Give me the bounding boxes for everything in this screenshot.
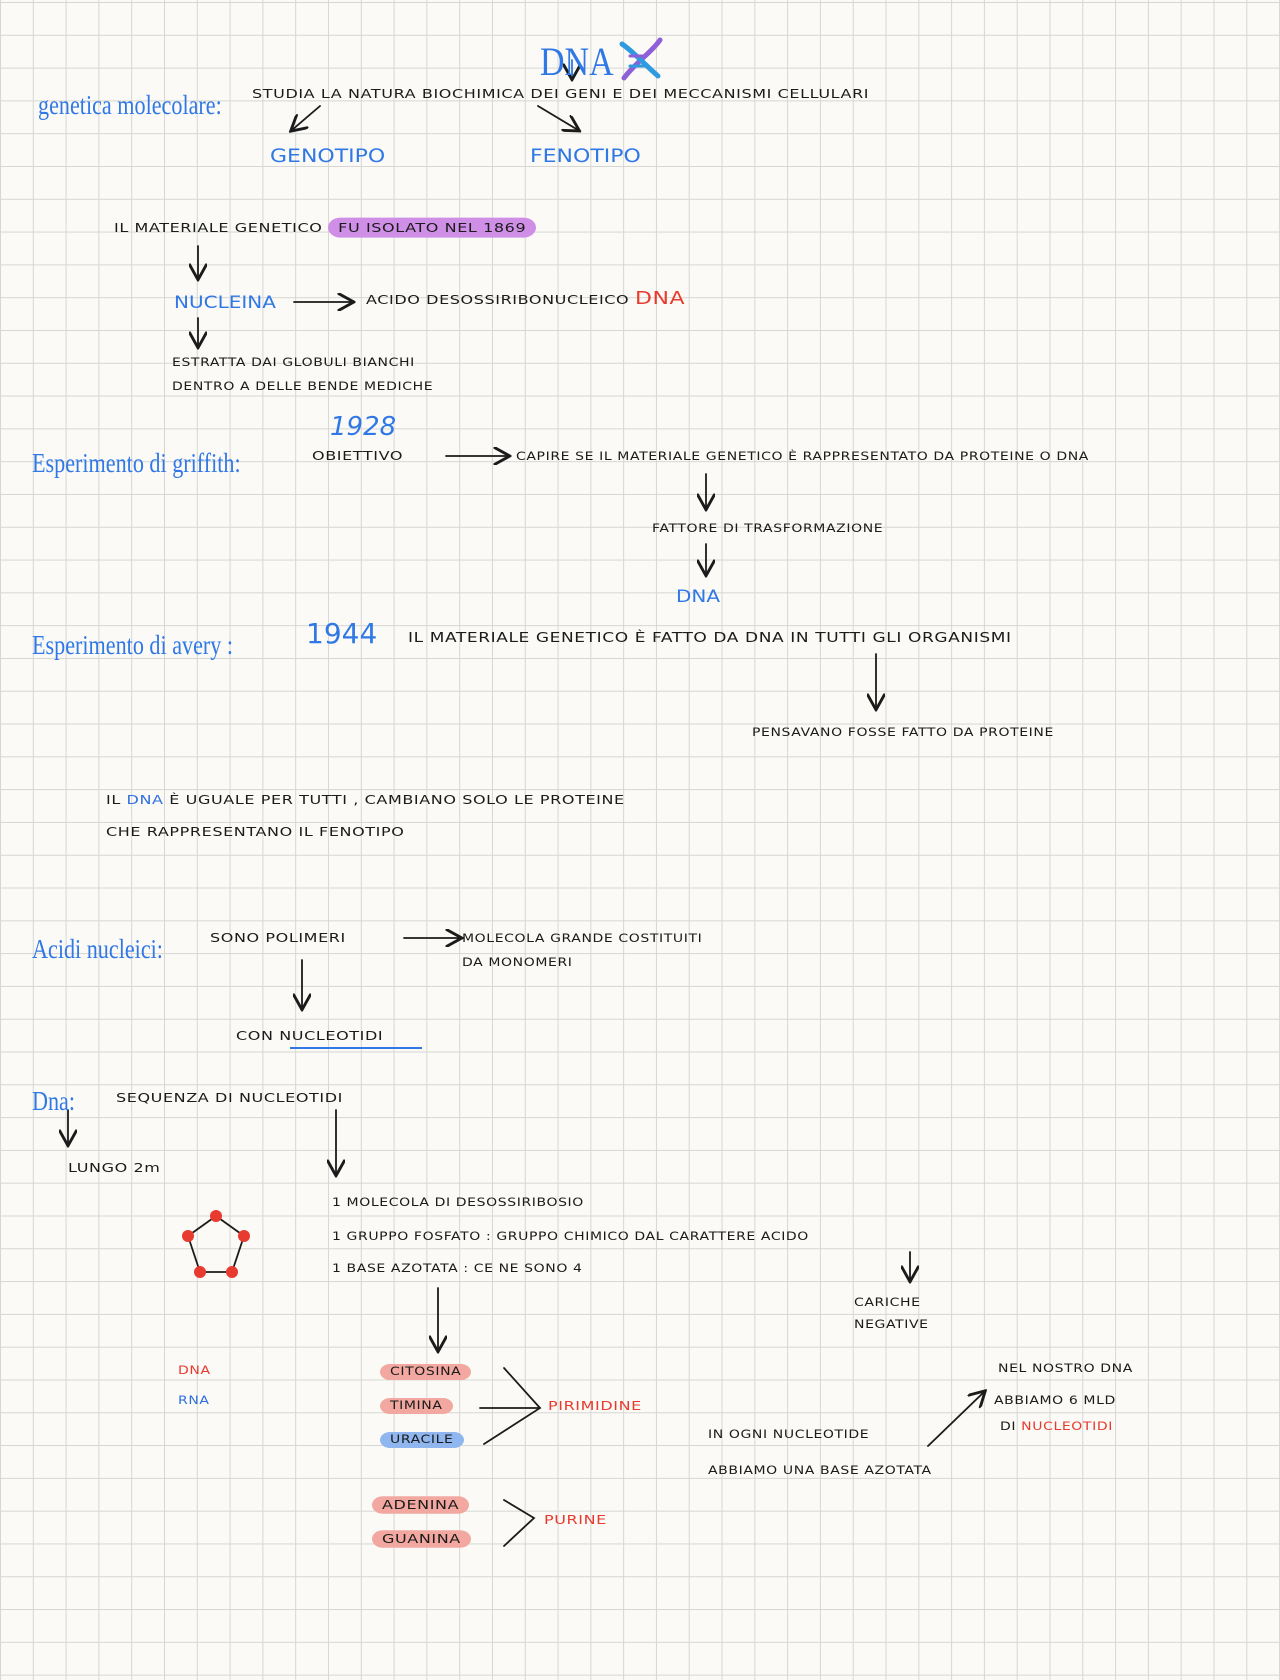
acido-dna-red: DNA bbox=[634, 288, 686, 309]
base-adenina: ADENINA bbox=[372, 1496, 470, 1514]
dna-cariche-2: NEGATIVE bbox=[854, 1318, 929, 1332]
nostro-nucleotidi: NUCLEOTIDI bbox=[1021, 1420, 1113, 1434]
materiale-highlight: FU ISOLATO NEL 1869 bbox=[328, 217, 537, 238]
dna-item-2: 1 GRUPPO FOSFATO : GRUPPO CHIMICO DAL CA… bbox=[332, 1230, 809, 1244]
base-timina: TIMINA bbox=[380, 1398, 453, 1414]
griffith-obiettivo: OBIETTIVO bbox=[312, 448, 404, 464]
ogni-line-2: ABBIAMO UNA BASE AZOTATA bbox=[708, 1464, 932, 1478]
base-uracile: URACILE bbox=[380, 1432, 464, 1448]
label-acidi: Acidi nucleici: bbox=[32, 934, 163, 964]
dna-helix-icon bbox=[619, 37, 663, 81]
acido-text: ACIDO DESOSSIRIBONUCLEICO bbox=[366, 291, 630, 307]
materiale-line: IL MATERIALE GENETICO FU ISOLATO NEL 186… bbox=[114, 217, 537, 238]
base-citosina: CITOSINA bbox=[380, 1364, 472, 1380]
fenotipo-label: FENOTIPO bbox=[530, 145, 641, 168]
deoxyribose-pentagon-icon bbox=[182, 1210, 250, 1278]
nostro-line-3: DI NUCLEOTIDI bbox=[1000, 1421, 1113, 1432]
uguale-line-1: IL DNA È UGUALE PER TUTTI , CAMBIANO SOL… bbox=[106, 792, 625, 808]
uguale-rest: È UGUALE PER TUTTI , CAMBIANO SOLO LE PR… bbox=[169, 792, 625, 808]
acidi-nucleotidi: NUCLEOTIDI bbox=[279, 1028, 384, 1044]
nostro-line-1: NEL NOSTRO DNA bbox=[998, 1362, 1133, 1376]
estratta-line-2: DENTRO A DELLE BENDE MEDICHE bbox=[172, 380, 434, 394]
acidi-con: CON bbox=[236, 1028, 274, 1044]
acidi-molecola-1: MOLECOLA GRANDE COSTITUITI bbox=[462, 932, 703, 946]
acidi-molecola-2: DA MONOMERI bbox=[462, 956, 573, 970]
purine-label: PURINE bbox=[544, 1512, 607, 1528]
genotipo-label: GENOTIPO bbox=[270, 145, 386, 168]
dna-item-3: 1 BASE AZOTATA : CE NE SONO 4 bbox=[332, 1262, 583, 1276]
legend-rna: RNA bbox=[178, 1394, 210, 1408]
label-avery: Esperimento di avery : bbox=[32, 630, 234, 660]
estratta-line-1: ESTRATTA DAI GLOBULI BIANCHI bbox=[172, 356, 415, 370]
avery-pensavano: PENSAVANO FOSSE FATTO DA PROTEINE bbox=[752, 726, 1054, 740]
avery-year: 1944 bbox=[306, 617, 378, 650]
uguale-dna: DNA bbox=[126, 792, 164, 808]
nostro-line-2: ABBIAMO 6 MLD bbox=[994, 1394, 1116, 1408]
dna-item-1: 1 MOLECOLA DI DESOSSIRIBOSIO bbox=[332, 1196, 584, 1210]
label-dna: Dna: bbox=[32, 1086, 76, 1116]
arrow-genotipo bbox=[292, 105, 321, 130]
label-griffith: Esperimento di griffith: bbox=[32, 448, 241, 478]
ogni-line-1: IN OGNI NUCLEOTIDE bbox=[708, 1428, 870, 1442]
griffith-dna: DNA bbox=[676, 585, 721, 607]
pirimidine-label: PIRIMIDINE bbox=[548, 1398, 642, 1414]
griffith-capire: CAPIRE SE IL MATERIALE GENETICO È RAPPRE… bbox=[516, 450, 1089, 464]
bracket-purine bbox=[503, 1499, 536, 1547]
griffith-year: 1928 bbox=[330, 412, 397, 442]
acidi-polimeri: SONO POLIMERI bbox=[210, 930, 346, 946]
page-title: DNA bbox=[540, 39, 614, 84]
uguale-prefix: IL bbox=[106, 792, 121, 808]
arrow-fenotipo bbox=[537, 105, 578, 130]
dna-cariche-1: CARICHE bbox=[854, 1296, 921, 1310]
genetica-text: STUDIA LA NATURA BIOCHIMICA DEI GENI E D… bbox=[252, 86, 870, 102]
acido-line: ACIDO DESOSSIRIBONUCLEICO DNA bbox=[366, 290, 685, 308]
arrow-ogni-nostro bbox=[927, 1392, 984, 1447]
materiale-prefix: IL MATERIALE GENETICO bbox=[114, 220, 323, 236]
dna-sequenza: SEQUENZA DI NUCLEOTIDI bbox=[116, 1090, 343, 1106]
nucleina-label: NUCLEINA bbox=[174, 291, 276, 313]
uguale-line-2: CHE RAPPRESENTANO IL FENOTIPO bbox=[106, 824, 405, 840]
label-genetica: genetica molecolare: bbox=[38, 90, 222, 120]
griffith-fattore: FATTORE DI TRASFORMAZIONE bbox=[652, 522, 884, 536]
avery-text: IL MATERIALE GENETICO È FATTO DA DNA IN … bbox=[408, 630, 1012, 647]
base-guanina: GUANINA bbox=[372, 1530, 471, 1548]
dna-lungo: LUNGO 2m bbox=[68, 1160, 161, 1176]
acidi-con-line: CON NUCLEOTIDI bbox=[236, 1028, 384, 1044]
nostro-di: DI bbox=[1000, 1420, 1017, 1434]
legend-dna: DNA bbox=[178, 1364, 211, 1378]
bracket-pirimidine bbox=[483, 1367, 542, 1445]
